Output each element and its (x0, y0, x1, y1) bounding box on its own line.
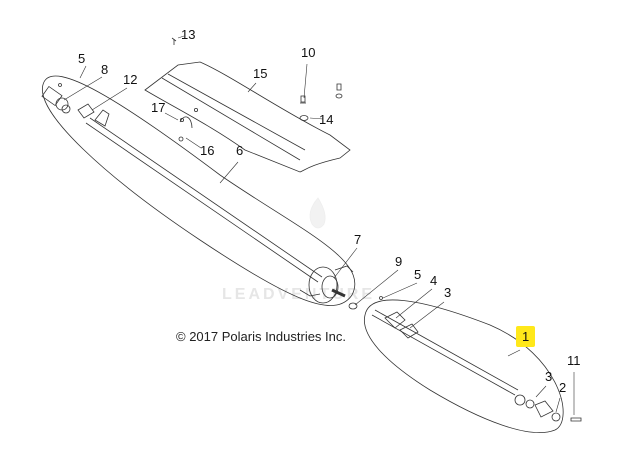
callout-12[interactable]: 12 (123, 72, 138, 87)
callout-10[interactable]: 10 (301, 45, 316, 60)
callout-1-highlighted[interactable]: 1 (516, 326, 536, 347)
callout-9[interactable]: 9 (395, 254, 403, 269)
pin-11 (570, 417, 582, 422)
bolt-10 (300, 95, 306, 104)
clamp-16 (179, 116, 193, 129)
callout-5-rear[interactable]: 5 (78, 51, 86, 66)
drive-shaft-front (371, 314, 516, 396)
leader-lines (63, 35, 575, 415)
assembly-outline-front (363, 299, 564, 433)
callout-5-front[interactable]: 5 (414, 267, 422, 282)
callout-14[interactable]: 14 (319, 112, 334, 127)
callout-4[interactable]: 4 (430, 273, 438, 288)
bearing-front (514, 394, 526, 406)
shaft-cover-15 (144, 61, 351, 173)
callout-6[interactable]: 6 (236, 143, 244, 158)
bolt-13 (171, 37, 177, 45)
yoke-rear (41, 85, 63, 107)
carrier-bearing-7 (308, 266, 338, 304)
assembly-outline-rear (42, 75, 356, 306)
bolt-nut (335, 83, 343, 99)
washer-14 (299, 115, 309, 121)
watermark-logo-icon (309, 197, 326, 229)
callout-15[interactable]: 15 (253, 66, 268, 81)
callout-3-lower[interactable]: 3 (545, 369, 553, 384)
callout-11[interactable]: 11 (567, 353, 581, 368)
callout-2[interactable]: 2 (559, 380, 567, 395)
u-joint-front (384, 311, 419, 339)
drive-shaft-rear (85, 122, 319, 283)
callout-16[interactable]: 16 (200, 143, 215, 158)
o-ring-9 (348, 302, 358, 310)
callout-8[interactable]: 8 (101, 62, 109, 77)
callout-17[interactable]: 17 (151, 100, 166, 115)
callout-3-upper[interactable]: 3 (444, 285, 452, 300)
screw-17 (179, 118, 184, 123)
fitting-5 (58, 83, 62, 87)
u-joint-12 (77, 103, 95, 119)
callout-13[interactable]: 13 (181, 27, 196, 42)
copyright-notice: © 2017 Polaris Industries Inc. (176, 329, 346, 344)
callout-7[interactable]: 7 (354, 232, 362, 247)
